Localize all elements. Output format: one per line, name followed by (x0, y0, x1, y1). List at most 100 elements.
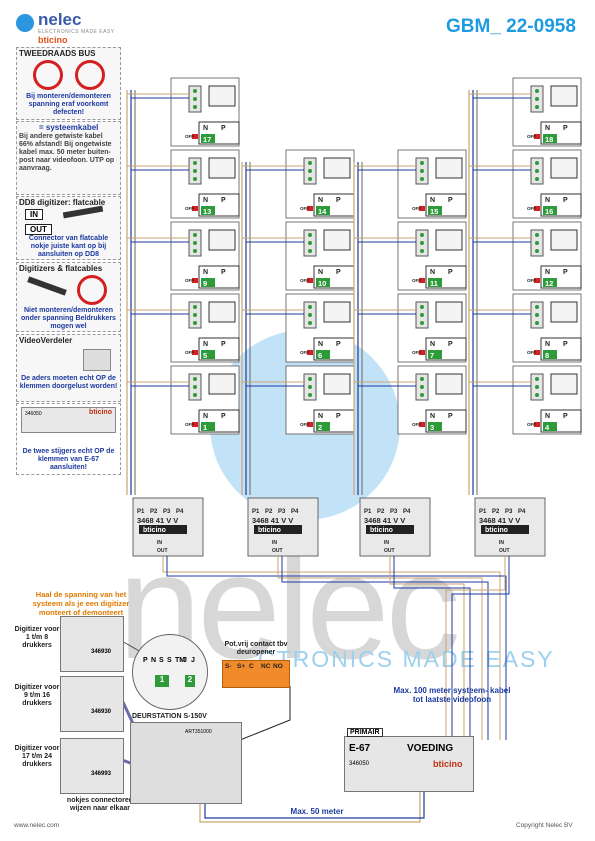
splitter-terminal: P1 (252, 509, 260, 515)
video-splitter (474, 497, 546, 557)
switch-icon (192, 350, 198, 355)
unit-videophone (354, 365, 467, 435)
terminal-screw (535, 393, 539, 397)
unit-number-badge (543, 350, 557, 359)
splitter-brand: bticino (258, 527, 281, 534)
terminal-screw (193, 97, 197, 101)
splitter-out: OUT (272, 548, 283, 554)
unit-off-label: OFF (185, 206, 194, 211)
terminal-screw (193, 393, 197, 397)
unit-n-label: N (203, 413, 208, 420)
door-station-terminal: S (159, 657, 164, 664)
switch-icon (419, 206, 425, 211)
unit-off-label: OFF (527, 350, 536, 355)
unit-videophone (469, 149, 582, 219)
screen-icon (208, 85, 236, 107)
unit-number-badge (543, 422, 557, 431)
unit-p-label: P (563, 413, 568, 420)
switch-icon (419, 278, 425, 283)
panel-title: = systeemkabel (39, 123, 99, 132)
unit-videophone (127, 365, 240, 435)
digitizer-code: 346993 (91, 771, 112, 777)
unit-number: 10 (318, 279, 326, 288)
unit-off-label: OFF (527, 422, 536, 427)
unit-number: 12 (545, 279, 553, 288)
terminal-screw (193, 161, 197, 165)
panel-video-splitter: VideoVerdeler De aders moeten echt OP de… (16, 334, 121, 402)
unit-n-label: N (203, 341, 208, 348)
unit-p-label: P (448, 269, 453, 276)
unit-videophone (354, 293, 467, 363)
terminal-screw (193, 233, 197, 237)
digitizer-2: 346930 (60, 676, 124, 732)
terminal-screw (420, 169, 424, 173)
terminal-screw (193, 177, 197, 181)
panel-two-wire: TWEEDRAADS BUS Bij monteren/demonteren s… (16, 47, 121, 120)
partner-logo: bticino (38, 35, 68, 45)
logo-subtitle: ELECTRONICS MADE EASY (38, 29, 115, 35)
splitter-icon (83, 349, 111, 371)
unit-p-label: P (563, 341, 568, 348)
switch-icon (307, 206, 313, 211)
unit-videophone (127, 77, 240, 147)
unit-p-label: P (336, 197, 341, 204)
unit-off-label: OFF (412, 422, 421, 427)
power-model: E-67 (349, 743, 371, 754)
terminal-screw (308, 393, 312, 397)
max-50-note: Max. 50 meter (290, 807, 344, 816)
terminal-screw (535, 105, 539, 109)
screen-icon (550, 229, 578, 251)
power-brand: bticino (433, 759, 463, 769)
panel-digitizers: Digitizers & flatcables Niet monteren/de… (16, 262, 121, 332)
door-station-terminal: J (191, 657, 195, 664)
splitter-brand-bg (139, 525, 187, 534)
switch-icon (307, 422, 313, 427)
unit-n-label: N (545, 269, 550, 276)
splitter-terminal: P3 (390, 509, 398, 515)
unit-off-label: OFF (527, 206, 536, 211)
door-station-terminal: TM (175, 657, 186, 664)
digitizer-code: 346930 (91, 649, 112, 655)
switch-icon (307, 350, 313, 355)
unit-number-badge (316, 206, 330, 215)
unit-number: 9 (203, 279, 207, 288)
dd8-in-label: IN (25, 209, 43, 220)
no-power-icon (33, 60, 63, 90)
switch-icon (419, 350, 425, 355)
switch-icon (534, 206, 540, 211)
unit-videophone (469, 293, 582, 363)
unit-off-label: OFF (185, 422, 194, 427)
unit-number-badge (316, 422, 330, 431)
splitter-terminal: P1 (364, 509, 372, 515)
splitter-terminal: P1 (479, 509, 487, 515)
logo-mark-icon (16, 14, 34, 32)
unit-p-label: P (563, 125, 568, 132)
screen-icon (323, 157, 351, 179)
relay-terminal: S- (225, 663, 232, 670)
unit-number-badge (428, 422, 442, 431)
screen-icon (435, 229, 463, 251)
door-station: ART351000 (130, 722, 242, 804)
terminal-screw (308, 249, 312, 253)
unit-p-label: P (448, 197, 453, 204)
unit-number-badge (428, 350, 442, 359)
unit-videophone (127, 293, 240, 363)
terminal-screw (193, 385, 197, 389)
unit-n-label: N (203, 125, 208, 132)
terminal-screw (535, 233, 539, 237)
terminal-screw (308, 241, 312, 245)
switch-icon (192, 278, 198, 283)
splitter-in: IN (384, 540, 389, 546)
switch-icon (192, 134, 198, 139)
power-supply: PRIMAIR E-67 VOEDING 346050 bticino (344, 728, 474, 792)
splitter-codes: 3468 41 V V (479, 516, 520, 525)
splitter-codes: 3468 41 V V (137, 516, 178, 525)
splitter-brand-bg (254, 525, 302, 534)
switch-icon (534, 278, 540, 283)
unit-videophone (242, 221, 355, 291)
panel-e67: 346050 bticino De twee stijgers echt OP … (16, 403, 121, 475)
unit-off-label: OFF (185, 278, 194, 283)
screen-icon (550, 85, 578, 107)
